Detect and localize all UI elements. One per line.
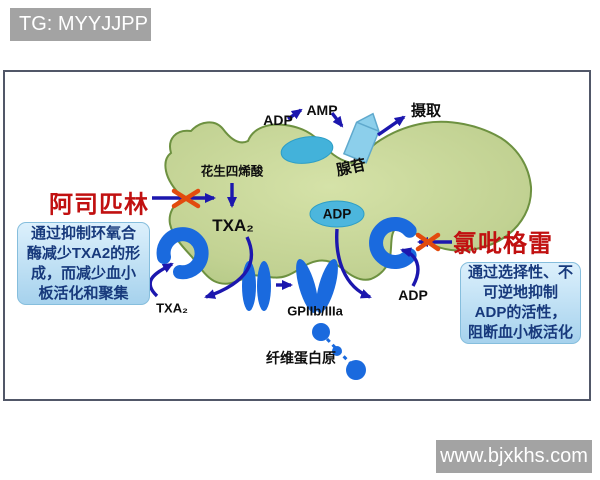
storage-granule bbox=[280, 136, 334, 164]
aspirin-desc-line: 酶减少TXA2的形 bbox=[26, 244, 141, 262]
aspirin-description-box: 通过抑制环氧合 酶减少TXA2的形 成，而减少血小 板活化和聚集 bbox=[17, 222, 150, 305]
txa2-released-label: TXA₂ bbox=[156, 300, 188, 316]
watermark-top-left: TG: MYYJJPP bbox=[10, 8, 151, 41]
aspirin-label: 阿司匹林 bbox=[49, 191, 149, 219]
adp-receptor bbox=[369, 217, 417, 269]
arrow-txa2-to-receptor bbox=[148, 262, 174, 298]
arrow-adp-to-receptor bbox=[400, 247, 420, 287]
adp-released-label: ADP bbox=[398, 287, 428, 303]
clopidogrel-label: 氯吡格雷 bbox=[453, 230, 553, 258]
amp-label: AMP bbox=[306, 102, 338, 118]
watermark-bottom-right: www.bjxkhs.com bbox=[436, 440, 592, 473]
adenosine-transporter bbox=[342, 112, 380, 164]
gpiib-iiia-active bbox=[296, 258, 338, 314]
uptake-label: 摄取 bbox=[410, 102, 442, 120]
txa2-receptor bbox=[156, 227, 209, 280]
adp-granule bbox=[309, 200, 365, 228]
arrow-transporter-to-uptake bbox=[377, 115, 406, 137]
aspirin-desc-line: 成，而减少血小 bbox=[30, 264, 136, 282]
fibrinogen-molecule bbox=[312, 323, 366, 380]
adp-cytosol-label: ADP bbox=[263, 112, 293, 128]
adp-granule-label: ADP bbox=[322, 206, 352, 222]
arrow-adp-to-amp bbox=[287, 108, 303, 121]
clopidogrel-inhibition-x-icon bbox=[415, 232, 441, 252]
clopidogrel-description-box: 通过选择性、不 可逆地抑制 ADP的活性， 阻断血小板活化 bbox=[460, 262, 581, 344]
arachidonic-acid-label: 花生四烯酸 bbox=[200, 164, 264, 179]
arrow-adp-release bbox=[335, 228, 372, 299]
arrow-txa2-release bbox=[204, 236, 254, 299]
clopidogrel-desc-line: ADP的活性， bbox=[474, 304, 567, 321]
aspirin-desc-line: 通过抑制环氧合 bbox=[30, 224, 136, 242]
aspirin-inhibition-x-icon bbox=[171, 188, 201, 209]
aspirin-desc-line: 板活化和聚集 bbox=[38, 284, 129, 302]
clopidogrel-desc-line: 通过选择性、不 bbox=[467, 264, 573, 281]
clopidogrel-desc-line: 阻断血小板活化 bbox=[467, 324, 573, 341]
txa2-cell-label: TXA₂ bbox=[212, 216, 254, 235]
fibrinogen-label: 纤维蛋白原 bbox=[266, 350, 336, 366]
arrow-amp-to-transporter bbox=[330, 111, 344, 128]
gpiib-iiia-label: GPIIb/IIIa bbox=[287, 303, 343, 319]
clopidogrel-desc-line: 可逆地抑制 bbox=[482, 284, 558, 301]
